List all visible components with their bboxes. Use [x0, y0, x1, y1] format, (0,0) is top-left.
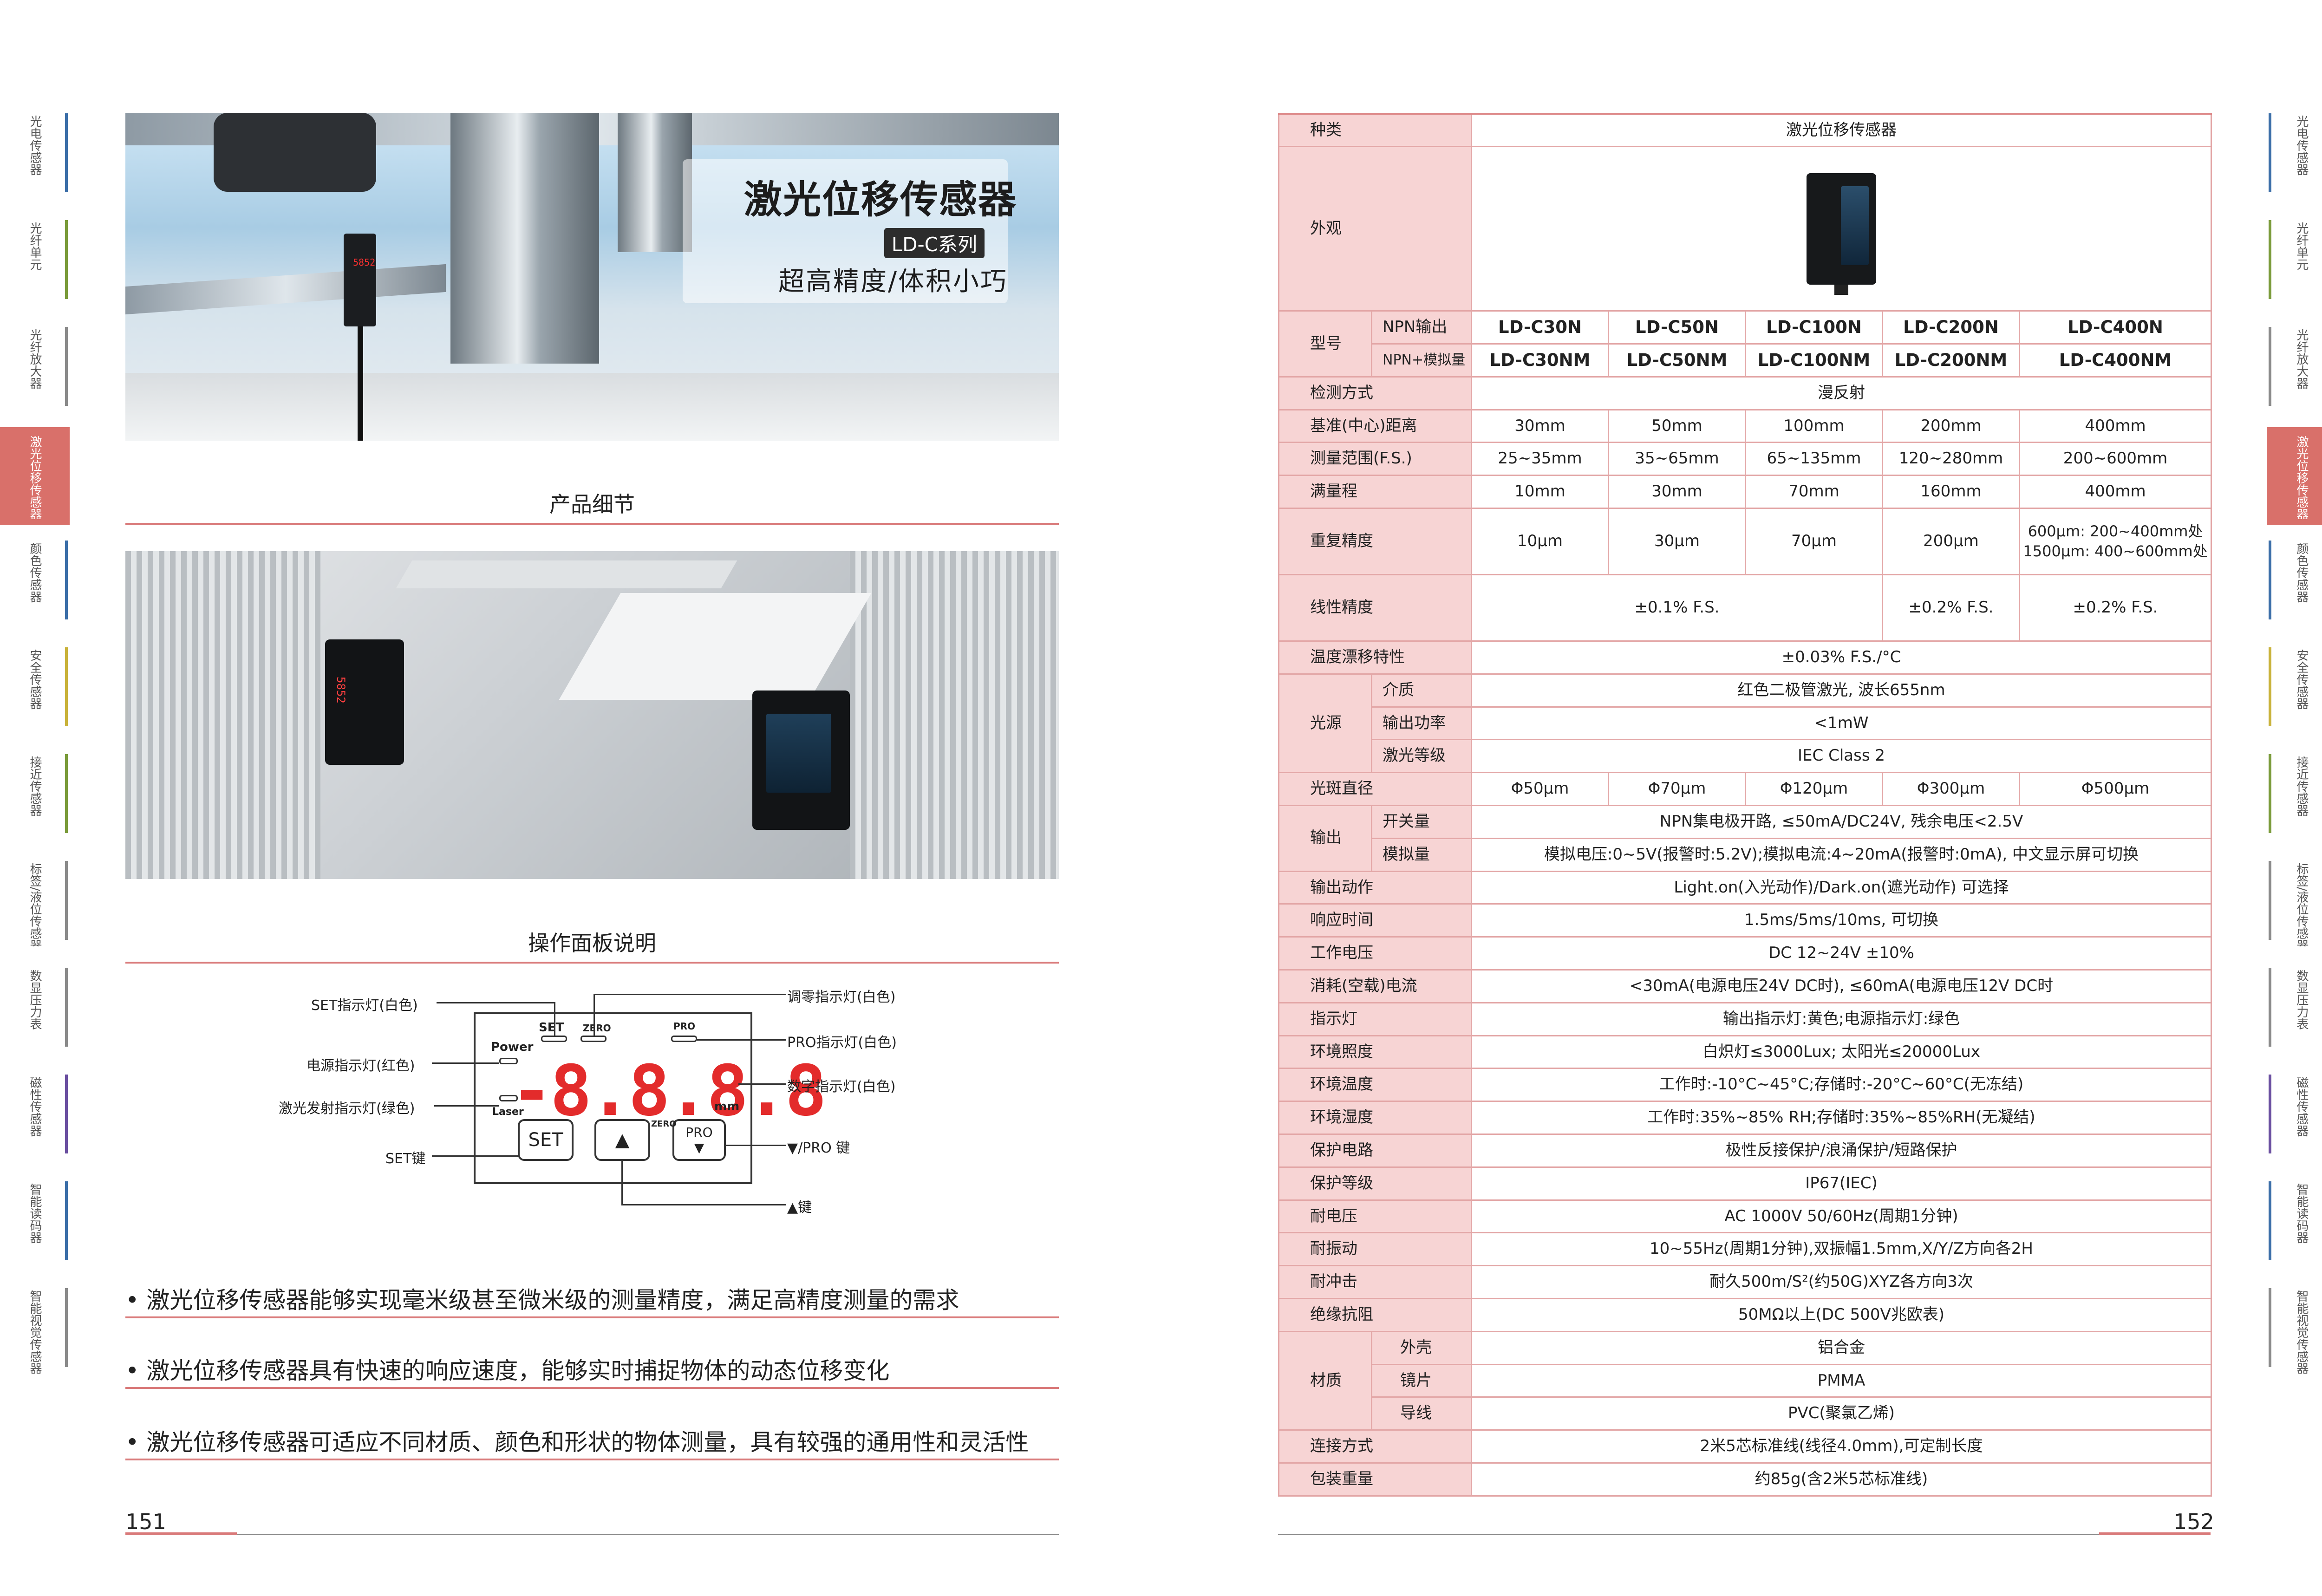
page-number-left: 151: [125, 1509, 166, 1534]
hero-series-badge: LD-C系列: [884, 228, 985, 258]
side-tab[interactable]: 颜色传感器: [0, 534, 70, 632]
side-tab[interactable]: 安全传感器: [2267, 641, 2322, 738]
side-tab[interactable]: 磁性传感器: [0, 1068, 70, 1166]
side-tab[interactable]: 光电传感器: [0, 107, 70, 204]
side-tab-label: 光电传感器: [2295, 115, 2309, 176]
label-zero-led: 调零指示灯(白色): [787, 989, 896, 1005]
side-tab[interactable]: 智能读码器: [2267, 1175, 2322, 1272]
product-detail-image: 5852: [125, 551, 1059, 879]
side-tab-label: 光纤单元: [2295, 222, 2309, 270]
side-tab-label: 激光位移传感器: [28, 436, 42, 519]
page-number-right: 152: [2173, 1509, 2214, 1534]
side-tab[interactable]: 光纤单元: [0, 214, 70, 311]
side-tab-label: 接近传感器: [28, 756, 42, 816]
side-tab-label: 安全传感器: [2295, 649, 2309, 710]
hero-title: 激光位移传感器: [744, 178, 1017, 222]
side-tab-label: 标签/液位传感器: [28, 863, 42, 946]
side-tab-label: 智能读码器: [28, 1183, 42, 1244]
zero-led: [580, 1036, 607, 1042]
feature-bullet: • 激光位移传感器能够实现毫米级甚至微米级的测量精度，满足高精度测量的需求: [125, 1287, 959, 1314]
product-photo: [1470, 146, 2212, 312]
side-tab-label: 智能视觉传感器: [2295, 1290, 2309, 1374]
side-tab-label: 颜色传感器: [2295, 542, 2309, 603]
detail-sensor-back: [752, 691, 850, 830]
side-tab[interactable]: 数显压力表: [0, 961, 70, 1059]
side-tab[interactable]: 接近传感器: [2267, 748, 2322, 845]
side-tab-label: 光电传感器: [28, 115, 42, 176]
pro-led: [671, 1036, 697, 1042]
side-tab-label: 光纤放大器: [28, 329, 42, 389]
hero-tagline: 超高精度/体积小巧: [778, 267, 1008, 297]
detail-sensor-front: 5852: [325, 639, 404, 765]
hero-image: 5852 激光位移传感器 LD-C系列 超高精度/体积小巧: [125, 113, 1059, 441]
side-tab-label: 数显压力表: [28, 970, 42, 1030]
side-tab-label: 磁性传感器: [28, 1076, 42, 1137]
label-pro-key: ▼/PRO 键: [787, 1140, 850, 1156]
label-up-key: ▲键: [787, 1199, 812, 1216]
side-tab-label: 安全传感器: [28, 649, 42, 710]
set-key[interactable]: SET: [518, 1119, 574, 1161]
power-led: [499, 1058, 518, 1064]
side-tab-label: 磁性传感器: [2295, 1076, 2309, 1137]
label-set-led: SET指示灯(白色): [311, 997, 418, 1014]
set-led: [541, 1036, 567, 1042]
laser-led: [499, 1095, 518, 1101]
section-title-panel: 操作面板说明: [528, 931, 656, 956]
side-tab-label: 数显压力表: [2295, 970, 2309, 1030]
side-tab-label: 光纤单元: [28, 222, 42, 270]
section-divider: [125, 523, 1059, 525]
side-tab[interactable]: 激光位移传感器: [2267, 427, 2322, 525]
side-tab-label: 颜色传感器: [28, 542, 42, 603]
side-tab-label: 光纤放大器: [2295, 329, 2309, 389]
up-key[interactable]: ▲: [594, 1119, 650, 1161]
side-tab[interactable]: 光纤单元: [2267, 214, 2322, 311]
section-divider: [125, 962, 1059, 964]
side-tab[interactable]: 数显压力表: [2267, 961, 2322, 1059]
side-tab[interactable]: 智能读码器: [0, 1175, 70, 1272]
side-tab[interactable]: 光纤放大器: [0, 320, 70, 418]
side-tab-label: 激光位移传感器: [2295, 436, 2309, 519]
side-tab-label: 智能视觉传感器: [28, 1290, 42, 1374]
label-laser-led: 激光发射指示灯(绿色): [279, 1101, 415, 1117]
side-tab[interactable]: 光纤放大器: [2267, 320, 2322, 418]
label-set-key: SET键: [385, 1151, 426, 1167]
side-tab-label: 接近传感器: [2295, 756, 2309, 816]
feature-bullet: • 激光位移传感器可适应不同材质、颜色和形状的物体测量，具有较强的通用性和灵活性: [125, 1429, 1029, 1456]
pro-key[interactable]: PRO▼: [672, 1119, 726, 1161]
side-tab[interactable]: 磁性传感器: [2267, 1068, 2322, 1166]
side-tab[interactable]: 智能视觉传感器: [2267, 1282, 2322, 1379]
digit-display: -8.8.8.8: [511, 1051, 827, 1132]
side-tab[interactable]: 安全传感器: [0, 641, 70, 738]
hero-sensor: 5852: [344, 234, 376, 326]
side-tab[interactable]: 标签/液位传感器: [2267, 854, 2322, 952]
side-tab[interactable]: 激光位移传感器: [0, 427, 70, 525]
label-power-led: 电源指示灯(红色): [307, 1058, 415, 1074]
side-tab-label: 智能读码器: [2295, 1183, 2309, 1244]
side-tab[interactable]: 光电传感器: [2267, 107, 2322, 204]
feature-bullet: • 激光位移传感器具有快速的响应速度，能够实时捕捉物体的动态位移变化: [125, 1357, 890, 1384]
operation-panel-diagram: SET ZERO PRO Power Laser -8.8.8.8 mm SET…: [260, 980, 929, 1216]
section-title-details: 产品细节: [549, 492, 635, 517]
side-tab-label: 标签/液位传感器: [2295, 863, 2309, 946]
side-tab[interactable]: 接近传感器: [0, 748, 70, 845]
side-tab[interactable]: 颜色传感器: [2267, 534, 2322, 632]
label-digit-led: 数字指示灯(白色): [787, 1079, 896, 1095]
side-tab[interactable]: 智能视觉传感器: [0, 1282, 70, 1379]
label-pro-led: PRO指示灯(白色): [787, 1035, 897, 1051]
side-tab[interactable]: 标签/液位传感器: [0, 854, 70, 952]
